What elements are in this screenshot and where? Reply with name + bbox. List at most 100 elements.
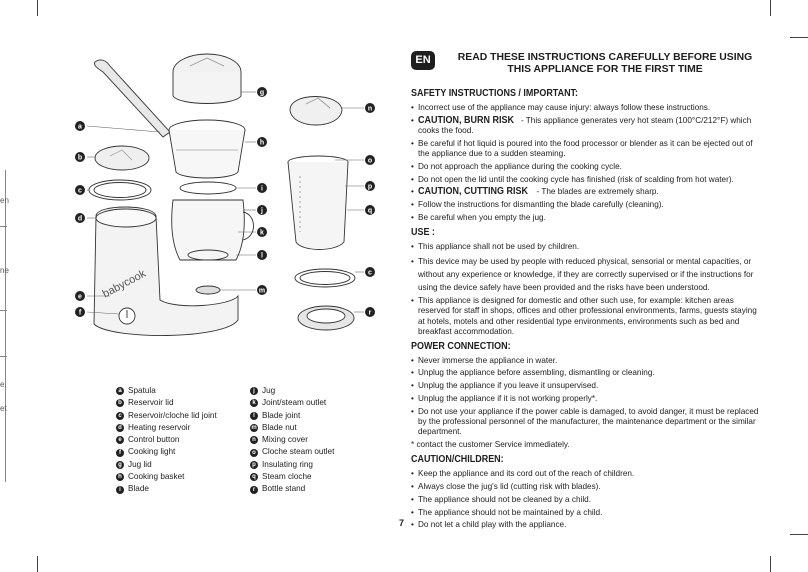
edge-tick	[0, 226, 7, 227]
legend-label: Cloche steam outlet	[262, 447, 335, 457]
legend-item: o Cloche steam outlet	[250, 446, 334, 458]
use-item: This appliance shall not be used by chil…	[411, 242, 759, 252]
power-item: Unplug the appliance before assembling, …	[411, 368, 759, 378]
instructions-body: SAFETY INSTRUCTIONS / IMPORTANT: Incorre…	[411, 86, 759, 533]
edge-fragment: en	[0, 196, 9, 205]
legend-label: Blade	[128, 484, 149, 494]
legend-item: q Steam cloche	[250, 471, 334, 483]
legend-letter: g	[116, 460, 124, 469]
safety-item: Be careful if hot liquid is poured into …	[411, 139, 759, 159]
callout-g: g	[260, 90, 264, 97]
safety-item-text: Do not approach the appliance during the…	[418, 161, 622, 171]
safety-item-text: Do not open the lid until the cooking cy…	[418, 174, 734, 184]
language-badge: EN	[411, 51, 435, 70]
legend-letter: q	[250, 473, 258, 482]
legend-letter: e	[116, 436, 124, 445]
callout-n: n	[368, 106, 372, 113]
legend-label: Blade nut	[262, 422, 297, 432]
use-item: This appliance is designed for domestic …	[411, 296, 759, 337]
callout-h: h	[260, 140, 264, 147]
legend-label: Jug	[262, 386, 276, 395]
edge-tick	[0, 310, 7, 311]
safety-item-text: Be careful when you empty the jug.	[418, 212, 546, 222]
legend-label: Cooking basket	[128, 472, 185, 482]
legend-item: m Blade nut	[250, 422, 334, 434]
safety-item: CAUTION, BURN RISK - This appliance gene…	[411, 115, 759, 136]
power-item: Never immerse the appliance in water.	[411, 356, 759, 366]
callout-c-right: c	[368, 270, 372, 277]
legend-label: Steam cloche	[262, 472, 312, 482]
legend-label: Reservoir/cloche lid joint	[128, 410, 217, 420]
children-item: Always close the jug's lid (cutting risk…	[411, 482, 759, 492]
edge-fragment: e.	[0, 380, 7, 389]
edge-tick	[0, 356, 7, 357]
power-footnote: * contact the customer Service immediate…	[411, 439, 570, 449]
callout-r: r	[369, 310, 372, 317]
legend-item: a Spatula	[116, 385, 217, 397]
legend-letter: o	[250, 448, 258, 457]
children-item: Do not let a child play with the applian…	[411, 520, 759, 530]
callout-a: a	[78, 124, 82, 131]
legend-letter: m	[250, 424, 258, 433]
crop-mark	[37, 0, 38, 16]
legend-item: g Jug lid	[116, 459, 217, 471]
facing-page-edge	[0, 170, 6, 482]
callout-m: m	[259, 288, 265, 295]
section-heading-use: USE :	[411, 226, 435, 238]
legend-letter: p	[250, 460, 258, 469]
callout-p: p	[368, 184, 372, 191]
legend-label: Blade joint	[262, 410, 301, 420]
safety-item: Do not open the lid until the cooking cy…	[411, 175, 759, 185]
crop-mark	[790, 37, 808, 38]
callout-o: o	[368, 158, 372, 165]
legend-letter: j	[250, 387, 258, 396]
power-item: Unplug the appliance if you leave it uns…	[411, 381, 759, 391]
legend-letter: a	[116, 387, 124, 396]
safety-item-text: Be careful if hot liquid is poured into …	[418, 138, 753, 158]
crop-mark	[770, 0, 771, 16]
children-item: The appliance should not be maintained b…	[411, 508, 759, 518]
crop-mark	[790, 534, 808, 535]
power-item: Unplug the appliance if it is not workin…	[411, 394, 759, 404]
page-number: 7	[399, 518, 405, 528]
legend-letter: i	[116, 485, 124, 494]
exploded-view-diagram: babycook	[68, 48, 394, 368]
page-title: READ THESE INSTRUCTIONS CAREFULLY BEFORE…	[440, 52, 770, 75]
edge-fragment: ne	[0, 266, 9, 275]
caution-cutting-label: CAUTION, CUTTING RISK	[418, 186, 528, 198]
legend-label: Jug lid	[128, 459, 152, 469]
page-title-line: THIS APPLIANCE FOR THE FIRST TIME	[507, 63, 703, 75]
section-heading-children: CAUTION/CHILDREN:	[411, 454, 504, 466]
callout-b: b	[78, 155, 82, 162]
legend-letter: n	[250, 436, 258, 445]
callout-c: c	[78, 188, 82, 195]
safety-item-text: Follow the instructions for dismantling …	[418, 200, 664, 210]
use-item: This device may be used by people with r…	[411, 255, 759, 294]
legend-letter: h	[116, 473, 124, 482]
legend-label: Heating reservoir	[128, 422, 191, 432]
safety-item-text: - The blades are extremely sharp.	[534, 187, 659, 197]
safety-item-text: - This appliance generates very hot stea…	[418, 115, 752, 135]
safety-item-text: Incorrect use of the appliance may cause…	[418, 103, 711, 112]
legend-label: Mixing cover	[262, 435, 308, 445]
legend-label: Cooking light	[128, 447, 176, 457]
safety-item: Incorrect use of the appliance may cause…	[411, 103, 759, 113]
children-item: Keep the appliance and its cord out of t…	[411, 469, 759, 479]
legend-letter: r	[250, 485, 258, 494]
legend-item: c Reservoir/cloche lid joint	[116, 410, 217, 422]
legend-letter: k	[250, 399, 258, 408]
legend-item: h Cooking basket	[116, 471, 217, 483]
legend-label: Spatula	[128, 386, 156, 395]
legend-letter: c	[116, 411, 124, 420]
legend-item: i Blade	[116, 483, 217, 495]
legend-item: j Jug	[250, 385, 334, 397]
callout-l: l	[261, 253, 263, 260]
legend-label: Insulating ring	[262, 459, 313, 469]
